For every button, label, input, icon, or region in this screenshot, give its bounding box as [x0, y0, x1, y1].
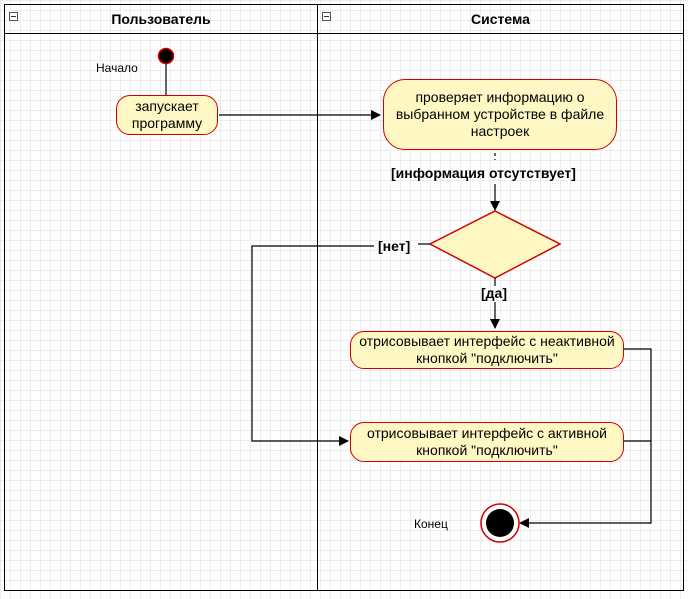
start-label: Начало [96, 61, 138, 75]
final-node-inner [486, 509, 514, 537]
lane-user-title: Пользователь [111, 11, 211, 27]
lane-system-title: Система [471, 11, 530, 27]
collapse-icon[interactable] [9, 12, 18, 21]
lane-user-header: Пользователь [4, 4, 318, 34]
decision-node[interactable] [428, 210, 562, 279]
action-draw-inactive-label: отрисовывает интерфейс с неактивной кноп… [359, 333, 615, 366]
collapse-icon[interactable] [322, 12, 331, 21]
action-draw-inactive[interactable]: отрисовывает интерфейс с неактивной кноп… [350, 331, 624, 369]
action-draw-active[interactable]: отрисовывает интерфейс с активной кнопко… [350, 422, 624, 462]
initial-node[interactable] [157, 47, 175, 65]
guard-no: [нет] [378, 238, 411, 254]
action-check-settings[interactable]: проверяет информацию о выбранном устройс… [383, 79, 617, 150]
end-label: Конец [414, 517, 448, 531]
guard-info-missing: [информация отсутствует] [391, 165, 576, 181]
action-draw-active-label: отрисовывает интерфейс с активной кнопко… [367, 425, 607, 458]
flow-inactive-to-end [519, 348, 652, 528]
lane-system-header: Система [317, 4, 684, 34]
flow-decision-no-2 [251, 245, 374, 446]
action-launch-program[interactable]: запускает программу [116, 95, 218, 135]
guard-yes: [да] [481, 285, 507, 301]
action-launch-program-label: запускает программу [131, 98, 203, 131]
action-check-settings-label: проверяет информацию о выбранном устройс… [395, 89, 605, 139]
lane-system [317, 4, 684, 591]
